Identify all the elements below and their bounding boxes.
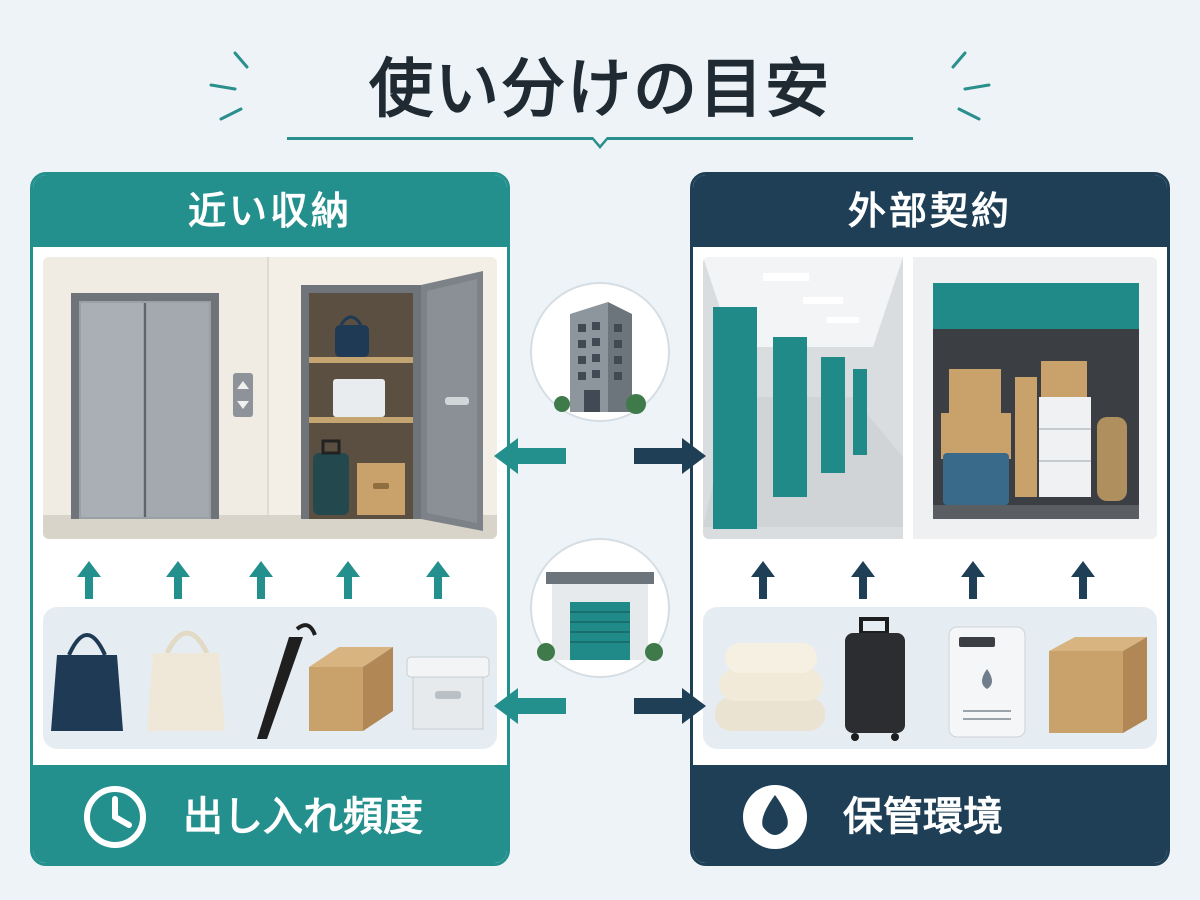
suitcase-icon [845,617,905,741]
access-frequency-footer: 出し入れ頻度 [33,765,507,863]
facility-to-panels-arrows [494,688,706,724]
nearby-items-tray [43,607,497,749]
external-items-tray [703,607,1157,749]
cardboard-box-icon [1049,637,1147,733]
external-contract-panel: 外部契約 [690,172,1170,866]
nearby-storage-panel: 近い収納 [30,172,510,866]
storage-facility-circle [530,538,670,678]
storage-environment-label: 保管環境 [843,794,1003,840]
dehumidifier-icon [948,626,1026,738]
storage-environment-footer: 保管環境 [693,765,1167,863]
access-frequency-label: 出し入れ頻度 [183,794,423,840]
external-contract-header: 外部契約 [693,175,1167,247]
title-notch [590,137,610,149]
page-title: 使い分けの目安 [369,53,831,127]
umbrella-icon [257,623,317,739]
beige-tote-bag-icon [147,630,225,731]
storage-bin-icon [406,656,490,730]
elevator-closet-illustration [43,257,497,539]
nearby-storage-header: 近い収納 [33,175,507,247]
clock-icon [84,786,146,848]
navy-tote-bag-icon [51,633,123,731]
title-accent-right-icon [951,51,991,121]
apartment-building-circle [530,282,670,422]
nearby-up-arrows [77,561,450,599]
water-drop-icon [743,785,807,849]
cardboard-box-icon [309,647,393,731]
title-accent-left-icon [209,51,249,121]
building-to-panels-arrows [494,438,706,474]
apartment-building-icon [554,302,646,414]
futon-icon [715,643,825,731]
storage-facility-icon [537,572,663,661]
storage-facility-illustration [703,257,1157,539]
external-up-arrows [751,561,1095,599]
